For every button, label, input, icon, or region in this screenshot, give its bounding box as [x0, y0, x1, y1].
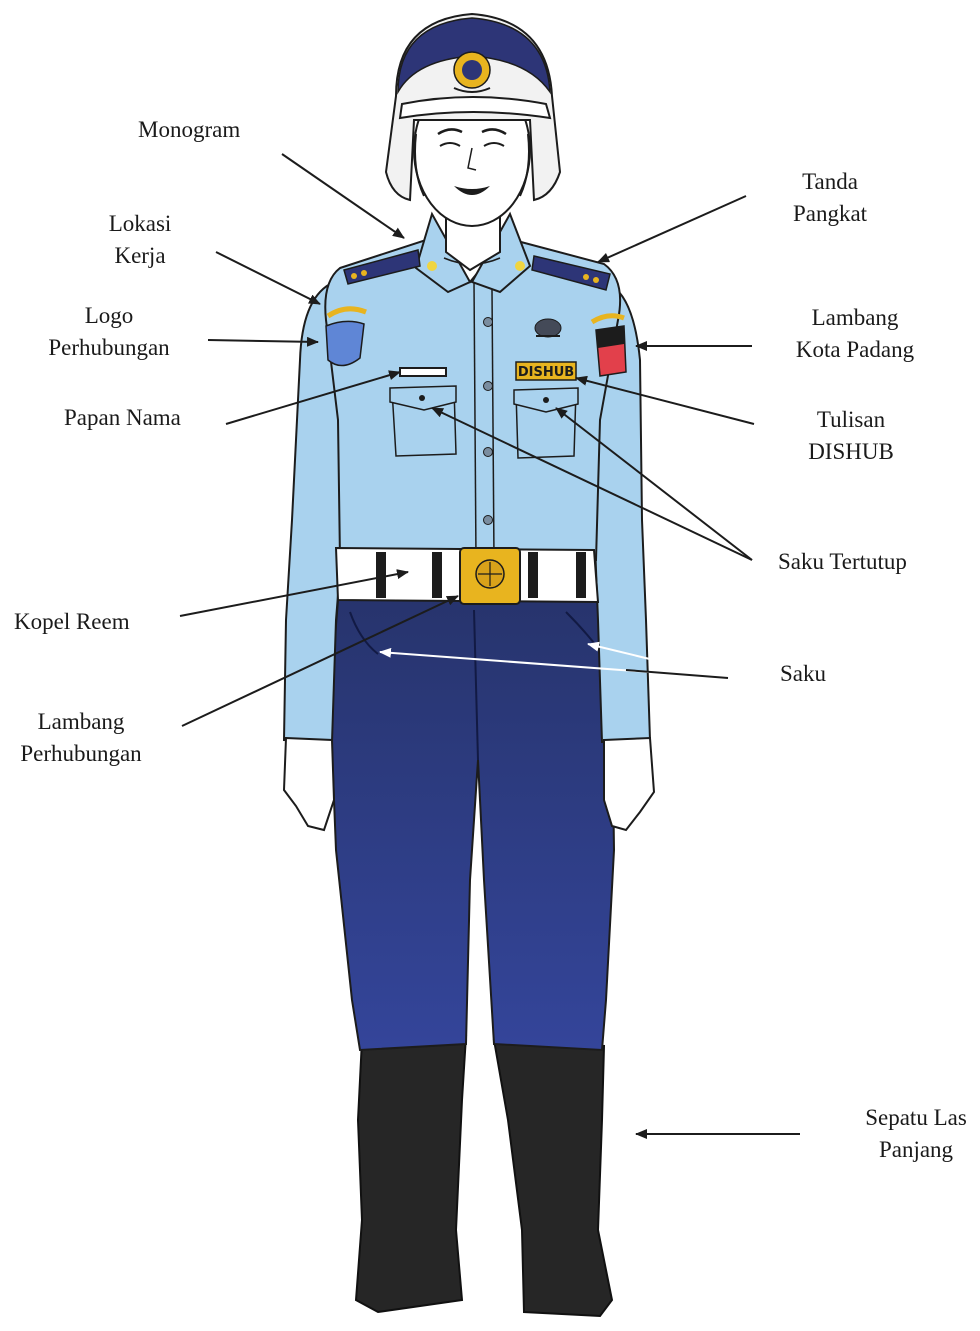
boot-right — [494, 1040, 612, 1316]
dishub-tag-text: DISHUB — [518, 365, 574, 380]
label-papan-nama: Papan Nama — [64, 402, 181, 434]
label-saku-tertutup: Saku Tertutup — [778, 546, 907, 578]
trousers — [330, 600, 614, 1050]
label-monogram: Monogram — [138, 114, 240, 146]
label-lambang-perhubungan: Lambang Perhubungan — [8, 706, 154, 770]
label-tanda-pangkat: Tanda Pangkat — [780, 166, 880, 230]
label-tulisan-dishub: Tulisan DISHUB — [796, 404, 906, 468]
belt — [336, 548, 598, 604]
arrow-lokasi-kerja — [216, 252, 320, 304]
label-logo-perhubungan: Logo Perhubungan — [34, 300, 184, 364]
hand-left — [284, 738, 334, 830]
label-kopel-reem: Kopel Reem — [14, 606, 130, 638]
hand-right — [604, 738, 654, 830]
arrow-monogram — [282, 154, 404, 238]
name-plate — [400, 368, 446, 376]
label-lambang-kota-padang: Lambang Kota Padang — [782, 302, 928, 366]
arrow-tanda-pangkat — [598, 196, 746, 262]
trousers-shape — [330, 600, 614, 1050]
label-lokasi-kerja: Lokasi Kerja — [100, 208, 180, 272]
chest-emblem — [535, 319, 561, 337]
label-sepatu-las-panjang: Sepatu Las Panjang — [854, 1102, 978, 1166]
label-saku: Saku — [780, 658, 826, 690]
boots — [356, 1036, 612, 1316]
patch-logo-perhubungan — [326, 321, 364, 365]
boot-left — [356, 1036, 466, 1312]
